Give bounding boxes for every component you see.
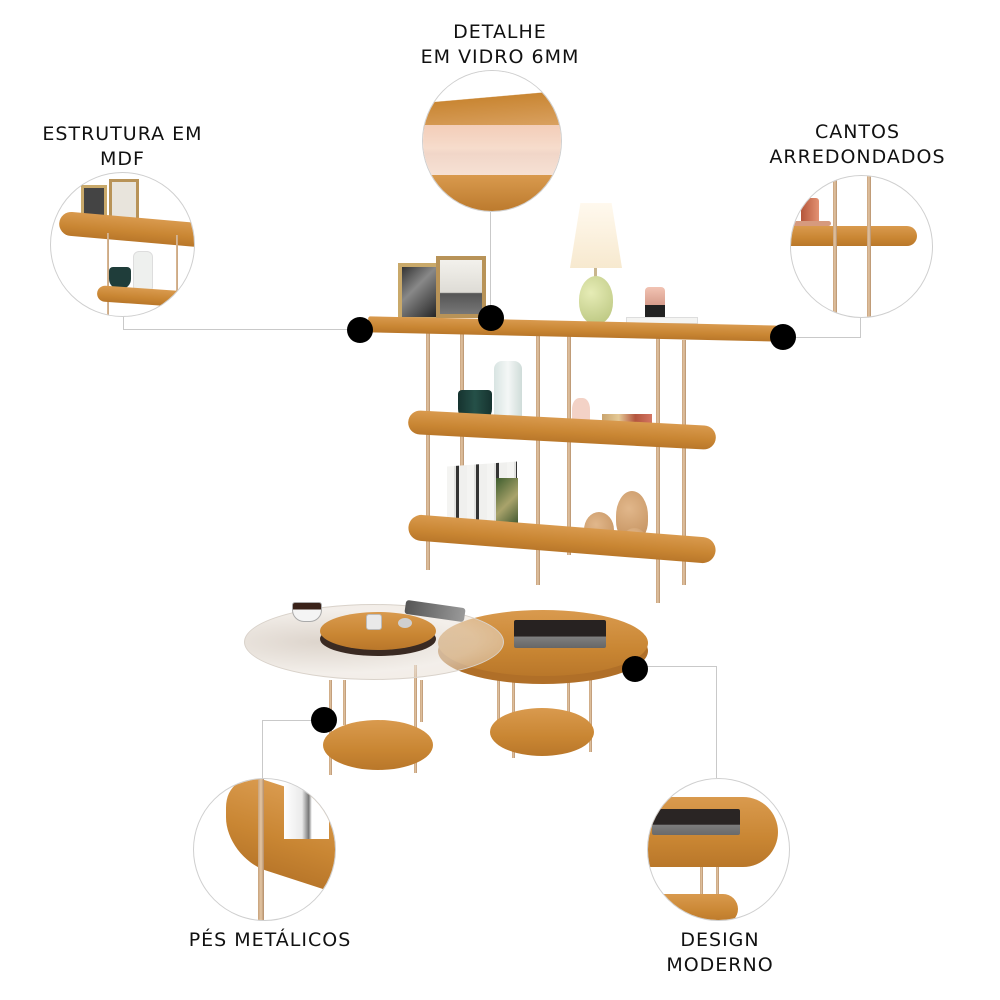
shelf-board-bottom — [407, 513, 717, 565]
shelf-pole-6 — [682, 340, 686, 585]
callout-label-corners: CANTOS ARREDONDADOS — [755, 120, 960, 170]
connector-line-corners-vertical — [860, 318, 861, 338]
bubble-design-book — [652, 809, 740, 835]
marker-dot-design[interactable] — [622, 656, 648, 682]
bubble-design-pole-2 — [716, 867, 719, 920]
shelf-board-middle — [407, 409, 717, 451]
connector-line-legs-horizontal — [262, 720, 322, 721]
right-table-leg-3 — [567, 680, 570, 715]
callout-label-mdf-line1: ESTRUTURA EM — [42, 123, 203, 145]
left-table-lower-shelf — [323, 720, 433, 770]
callout-label-glass-line2: EM VIDRO 6MM — [420, 46, 580, 68]
connector-line-glass — [490, 212, 491, 317]
lamp-stem — [594, 268, 597, 278]
shelf-board-top — [367, 316, 783, 342]
bubble-design-lower-shelf — [648, 894, 738, 920]
callout-label-corners-line2: ARREDONDADOS — [769, 146, 946, 168]
marker-dot-legs[interactable] — [311, 707, 337, 733]
candle-base — [645, 305, 665, 317]
photo-frame-large — [436, 256, 486, 318]
connector-line-corners-horizontal — [790, 337, 860, 338]
callout-label-legs: PÉS METÁLICOS — [160, 928, 380, 953]
right-table-leg-4 — [589, 680, 592, 752]
callout-label-legs-line1: PÉS METÁLICOS — [188, 929, 352, 951]
bubble-glass-layer — [423, 125, 561, 177]
left-table-leg-4 — [420, 680, 423, 722]
bubble-mdf-pole-1 — [107, 233, 109, 316]
callout-label-corners-line1: CANTOS — [814, 121, 901, 143]
shelf-pole-3 — [536, 333, 540, 585]
marker-dot-glass[interactable] — [478, 305, 504, 331]
callout-label-glass-line1: DETALHE — [453, 21, 547, 43]
detail-bubble-corners — [790, 175, 933, 318]
detail-bubble-design — [647, 778, 790, 921]
lamp-shade — [570, 203, 622, 268]
marker-dot-corners[interactable] — [770, 324, 796, 350]
left-table-inner-top-edge — [320, 622, 436, 656]
bubble-corners-pole-1 — [833, 176, 837, 317]
callout-label-design-line1: DESIGN — [680, 929, 760, 951]
connector-line-design-horizontal — [640, 666, 717, 667]
shelf-pole-4 — [567, 333, 571, 555]
callout-label-design: DESIGN MODERNO — [630, 928, 810, 978]
bubble-corners-candle — [801, 198, 819, 224]
callout-label-glass: DETALHE EM VIDRO 6MM — [395, 20, 605, 70]
book-cover-botanical — [496, 478, 518, 530]
callout-label-mdf-line2: MDF — [100, 148, 145, 170]
shelf-pole-1 — [426, 330, 430, 570]
right-table-leg-1 — [497, 680, 500, 728]
bubble-corners-shelf — [791, 226, 917, 246]
connector-line-legs-vertical — [262, 720, 263, 780]
left-table-leg-3 — [414, 665, 417, 773]
bubble-mdf-bowl — [109, 267, 131, 289]
candle-holder — [645, 287, 665, 307]
bubble-glass-wood-bottom — [423, 175, 561, 211]
detail-bubble-legs — [193, 778, 336, 921]
bubble-mdf-pole-2 — [176, 235, 178, 316]
bubble-corners-tray — [791, 221, 831, 226]
bubble-legs-background-wall — [284, 784, 329, 839]
bubble-corners-pole-2 — [867, 176, 871, 317]
bubble-design-pole-1 — [700, 867, 703, 920]
detail-bubble-glass — [422, 70, 562, 212]
bubble-glass-wood-top — [423, 71, 561, 129]
callout-label-design-line2: MODERNO — [666, 954, 774, 976]
right-table-top-edge — [438, 618, 648, 684]
shelf-pole-5 — [656, 338, 660, 603]
right-table-book — [514, 620, 606, 648]
right-table-leg-2 — [512, 680, 515, 758]
callout-label-mdf: ESTRUTURA EM MDF — [20, 122, 225, 172]
connector-line-mdf-vertical — [123, 315, 124, 330]
connector-line-design-vertical — [716, 666, 717, 778]
marker-dot-mdf[interactable] — [347, 317, 373, 343]
detail-bubble-mdf — [50, 172, 195, 317]
connector-line-mdf-horizontal — [123, 329, 361, 330]
left-table-leg-2 — [343, 680, 346, 725]
bubble-legs-pole — [258, 779, 264, 920]
lamp-base — [579, 276, 613, 324]
shelf-unit — [367, 203, 783, 603]
right-table-lower-shelf — [490, 708, 594, 756]
